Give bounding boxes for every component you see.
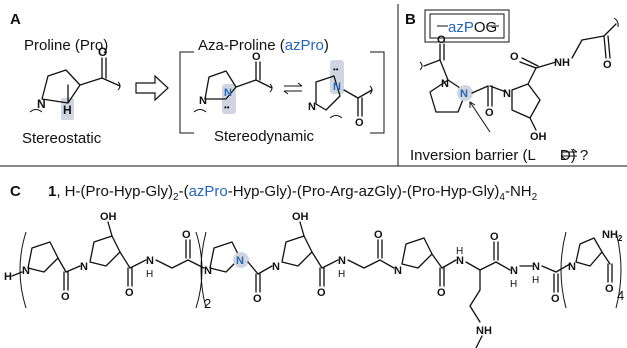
azapro2-o-atom: O: [355, 117, 364, 129]
c-oh-1: OH: [100, 211, 117, 223]
c-oh-2: OH: [292, 211, 309, 223]
azapro-conformer-2: N N •• O: [308, 60, 373, 129]
equilibrium-arrows: [283, 82, 303, 95]
c-o-4: O: [253, 293, 262, 305]
azapro1-n1-atom: N: [199, 95, 207, 107]
peptide-sequence: 1, H-(Pro-Hyp-Gly)2-(azPro-Hyp-Gly)-(Pro…: [48, 183, 538, 203]
b-n-atom-3: N: [503, 88, 511, 100]
b-o-atom-2: O: [485, 107, 494, 119]
azapro-conformer-1: N N •• O: [193, 51, 273, 114]
c-n-10: N: [532, 261, 540, 273]
stereostatic-label: Stereostatic: [22, 130, 102, 147]
b-n-highlight: [457, 85, 473, 101]
h-highlight: [61, 98, 74, 120]
repeat-count-2: 2: [204, 296, 211, 311]
conversion-arrow: [135, 74, 169, 102]
azapro1-lone-pair: ••: [224, 103, 230, 112]
panel-letter-c: C: [10, 183, 21, 200]
azapro2-n1-atom: N: [308, 101, 316, 113]
panel-letter-a: A: [10, 11, 21, 28]
c-n-2: N: [80, 261, 88, 273]
c-n-8: N: [456, 255, 464, 267]
b-o-atom-4: O: [603, 59, 612, 71]
c-terminal-nh2: NH2: [602, 229, 623, 243]
azpog-structure: O N N O N OH O NH O: [419, 17, 619, 143]
azapro1-o-atom: O: [252, 51, 261, 63]
l-d-equilibrium-icon: [560, 148, 578, 160]
proline-o-atom: O: [98, 45, 107, 59]
azapro2-n2-atom: N: [333, 81, 341, 93]
c-o-1: O: [61, 291, 70, 303]
panel-a: A Proline (Pro) N O H Stereostatic: [10, 11, 385, 147]
proline-structure: N O H: [29, 45, 121, 120]
panel-c: C 1, H-(Pro-Hyp-Gly)2-(azPro-Hyp-Gly)-(P…: [4, 183, 624, 348]
panel-b: B azPOG O N N O N: [405, 9, 619, 164]
proline-title: Proline (Pro): [24, 37, 108, 54]
repeat-count-4: 4: [617, 288, 624, 303]
c-o-6: O: [374, 229, 383, 241]
b-oh-atom: OH: [530, 131, 547, 143]
c-n-3: N: [146, 255, 154, 267]
peptide-structure: H N O N OH O N H: [4, 211, 624, 348]
n-terminal-h: H: [4, 271, 12, 283]
azapro-bracket: [179, 51, 385, 134]
c-n-6: N: [338, 255, 346, 267]
c-o-10: O: [605, 283, 614, 295]
c-n-11: N: [568, 261, 576, 273]
c-h-4: H: [510, 279, 517, 290]
c-h-1: H: [146, 269, 153, 280]
c-o-8: O: [490, 231, 499, 243]
c-o-3: O: [182, 229, 191, 241]
c-n-7: N: [394, 265, 402, 277]
c-o-9: O: [551, 293, 560, 305]
c-n-1: N: [22, 265, 30, 277]
b-n-atom-2: N: [460, 88, 468, 100]
stereodynamic-label: Stereodynamic: [214, 128, 315, 145]
c-nh-arg: NH: [476, 325, 492, 337]
c-o-5: O: [317, 287, 326, 299]
azpro-n-highlight: [233, 252, 249, 268]
azapro2-lone-pair: ••: [333, 65, 339, 74]
b-n-atom-1: N: [441, 78, 449, 90]
proline-n-atom: N: [37, 97, 46, 111]
repeat-unit-label: azPOG: [448, 19, 497, 36]
c-h-3: H: [456, 246, 463, 257]
c-h-2: H: [338, 269, 345, 280]
b-nh-atom: NH: [554, 57, 570, 69]
c-o-7: O: [437, 287, 446, 299]
proline-h-atom: H: [63, 103, 72, 117]
c-n-9: N: [510, 265, 518, 277]
lone-pair-highlight-2: [330, 60, 344, 94]
c-n-5: N: [272, 261, 280, 273]
azapro-title: Aza-Proline (azPro): [198, 37, 329, 54]
b-o-atom-1: O: [437, 34, 446, 46]
c-n-4: N: [204, 265, 212, 277]
c-h-5: H: [532, 275, 539, 286]
panel-letter-b: B: [405, 11, 416, 28]
b-o-atom-3: O: [510, 51, 519, 63]
azapro1-n2-atom: N: [224, 87, 232, 99]
c-o-2: O: [125, 287, 134, 299]
c-n-azpro: N: [236, 255, 244, 267]
repeat-unit-box: azPOG: [424, 9, 510, 43]
